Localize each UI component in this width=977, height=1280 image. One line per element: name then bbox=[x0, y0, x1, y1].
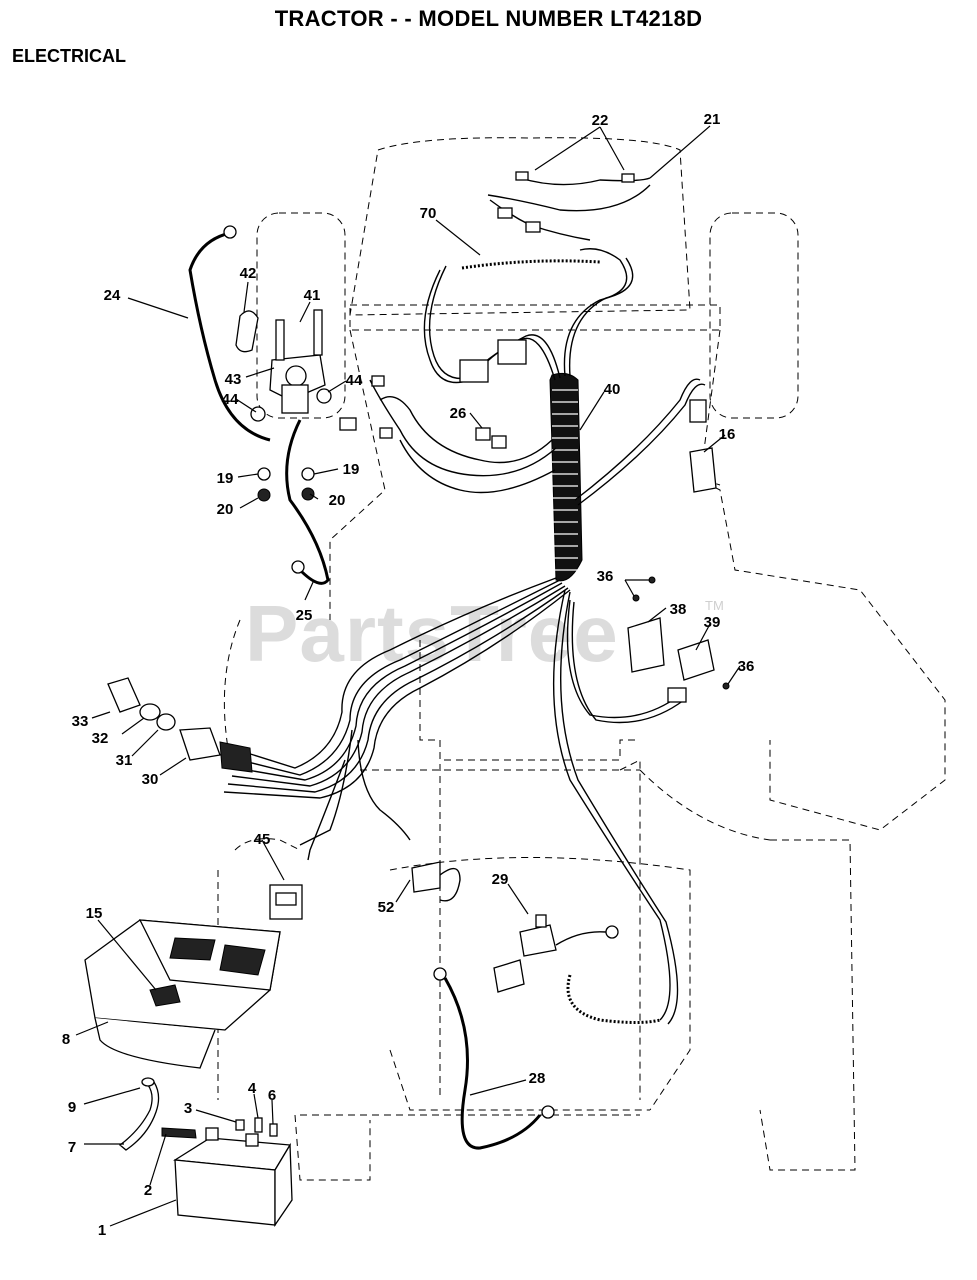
tractor-outline bbox=[217, 137, 946, 1181]
battery-1 bbox=[173, 1127, 293, 1228]
callout-45: 45 bbox=[254, 831, 271, 848]
callout-21: 21 bbox=[704, 111, 721, 128]
page-title: TRACTOR - - MODEL NUMBER LT4218D bbox=[274, 6, 703, 31]
callout-41: 41 bbox=[304, 287, 321, 304]
callout-6: 6 bbox=[268, 1087, 276, 1104]
callout-40: 40 bbox=[604, 381, 621, 398]
headlight-harness-21 bbox=[487, 171, 651, 241]
section-title: ELECTRICAL bbox=[12, 46, 126, 66]
battery-small-parts bbox=[118, 1077, 278, 1151]
callout-25: 25 bbox=[296, 607, 313, 624]
callout-9: 9 bbox=[68, 1099, 76, 1116]
callout-26: 26 bbox=[450, 405, 467, 422]
callout-19-right: 19 bbox=[343, 461, 360, 478]
ground-cable-28 bbox=[433, 967, 555, 1150]
callout-43: 43 bbox=[225, 371, 242, 388]
callout-8: 8 bbox=[62, 1031, 70, 1048]
callout-70: 70 bbox=[420, 205, 437, 222]
callout-labels: 22 21 70 42 41 24 43 44 44 40 26 16 19 1… bbox=[62, 111, 755, 1239]
callout-39: 39 bbox=[704, 614, 721, 631]
callout-44-left: 44 bbox=[222, 391, 239, 408]
callout-24: 24 bbox=[104, 287, 121, 304]
leader-lines bbox=[75, 125, 741, 1227]
component-45 bbox=[269, 884, 303, 920]
callout-36-right: 36 bbox=[738, 658, 755, 675]
callout-38: 38 bbox=[670, 601, 687, 618]
coiled-wire-29 bbox=[566, 974, 661, 1024]
callout-52: 52 bbox=[378, 899, 395, 916]
callout-20-right: 20 bbox=[329, 492, 346, 509]
ignition-switch bbox=[107, 677, 253, 773]
callout-31: 31 bbox=[116, 752, 133, 769]
callout-1: 1 bbox=[98, 1222, 106, 1239]
callout-32: 32 bbox=[92, 730, 109, 747]
wire-conduit-40 bbox=[549, 372, 583, 582]
seat-switch-52 bbox=[411, 861, 461, 902]
callout-16: 16 bbox=[719, 426, 736, 443]
solenoid-assembly bbox=[188, 225, 332, 585]
callout-30: 30 bbox=[142, 771, 159, 788]
callout-28: 28 bbox=[529, 1070, 546, 1087]
callout-42: 42 bbox=[240, 265, 257, 282]
callout-36-top: 36 bbox=[597, 568, 614, 585]
callout-20-left: 20 bbox=[217, 501, 234, 518]
callout-19-left: 19 bbox=[217, 470, 234, 487]
callout-7: 7 bbox=[68, 1139, 76, 1156]
battery-box bbox=[84, 919, 281, 1069]
callout-4: 4 bbox=[248, 1080, 257, 1097]
component-29 bbox=[493, 914, 619, 993]
callout-44-right: 44 bbox=[346, 372, 363, 389]
callout-33: 33 bbox=[72, 713, 89, 730]
watermark-tm: TM bbox=[705, 598, 724, 613]
connectors bbox=[339, 339, 730, 703]
callout-29: 29 bbox=[492, 871, 509, 888]
callout-2: 2 bbox=[144, 1182, 152, 1199]
callout-22: 22 bbox=[592, 112, 609, 129]
coiled-wire-70 bbox=[461, 259, 601, 270]
watermark: PartsTree bbox=[245, 589, 619, 678]
callout-15: 15 bbox=[86, 905, 103, 922]
callout-3: 3 bbox=[184, 1100, 192, 1117]
